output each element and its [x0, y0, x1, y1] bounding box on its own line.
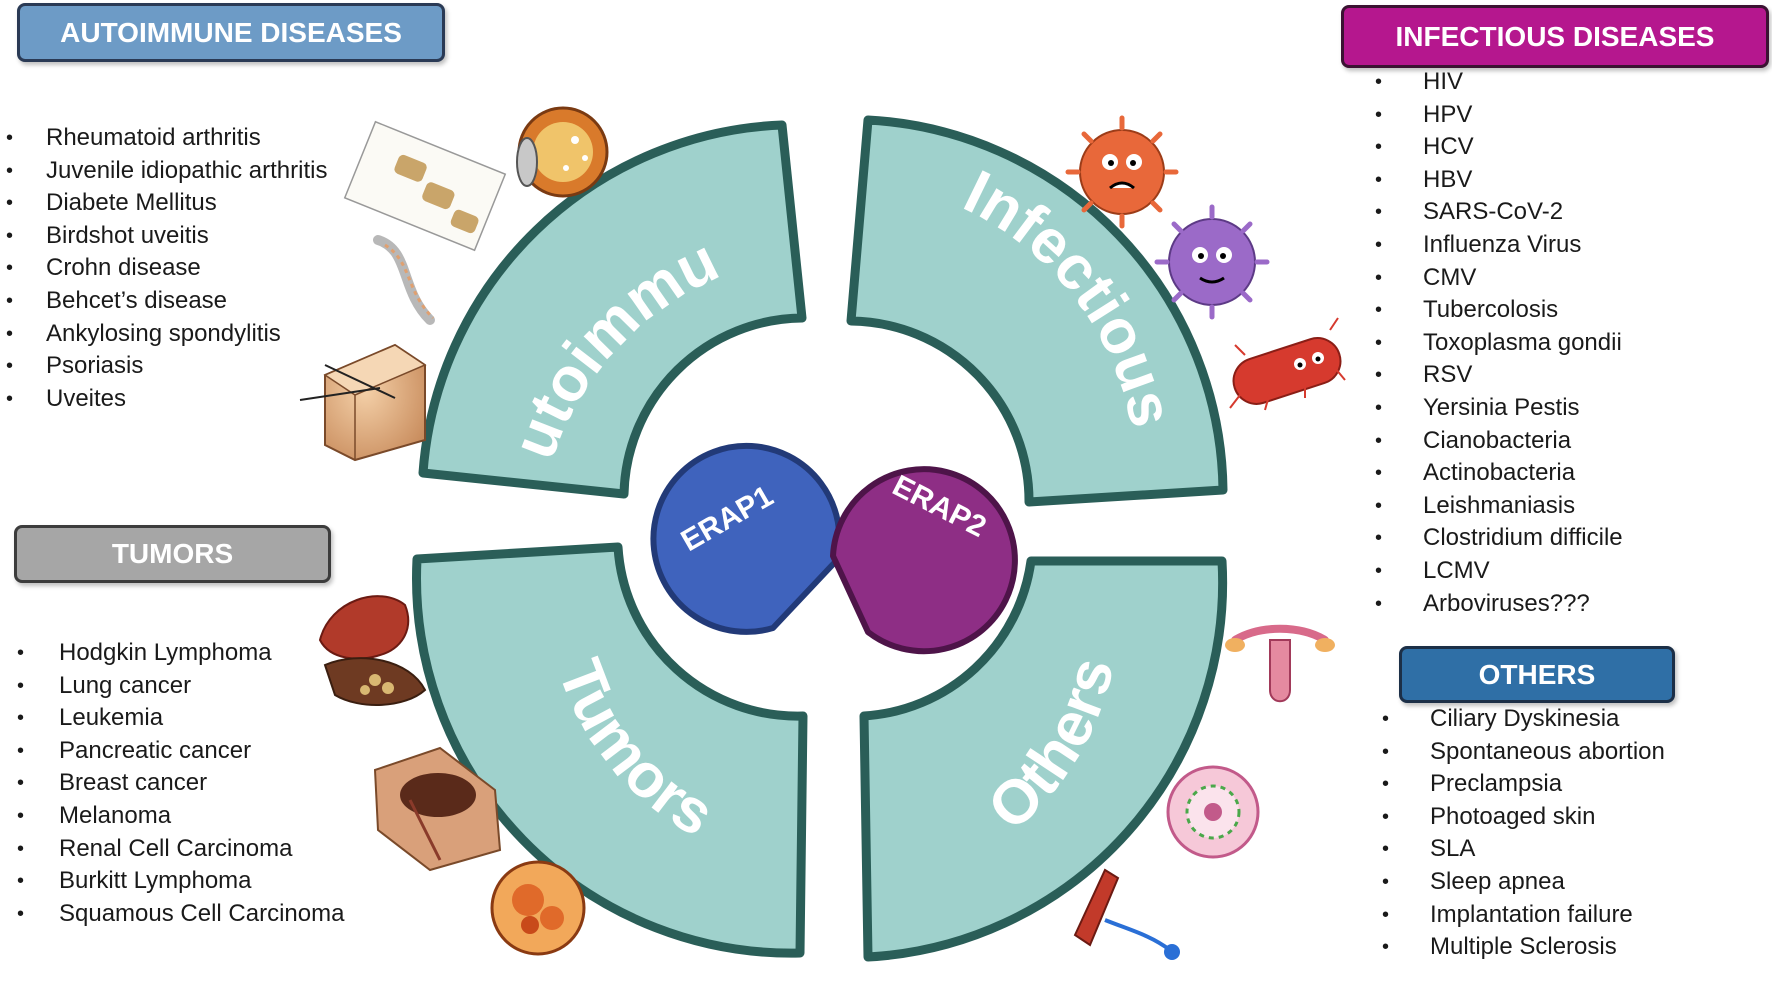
infectious-disease-list: HIV HPV HCV HBV SARS-CoV-2 Influenza Vir…	[1375, 66, 1623, 621]
list-item: Uveites	[6, 383, 327, 416]
tumors-header: TUMORS	[14, 525, 331, 583]
autoimmune-disease-list: Rheumatoid arthritis Juvenile idiopathic…	[6, 122, 328, 416]
list-item: Toxoplasma gondii	[1375, 327, 1623, 360]
erap2-shape: ERAP2	[830, 466, 1018, 655]
list-item: Multiple Sclerosis	[1382, 931, 1665, 964]
tumors-list: Hodgkin Lymphoma Lung cancer Leukemia Pa…	[17, 637, 345, 931]
list-item: Implantation failure	[1382, 899, 1665, 932]
list-item: Leukemia	[17, 702, 344, 735]
list-item: Clostridium difficile	[1375, 522, 1623, 555]
skin-illustration	[299, 343, 427, 462]
list-item: Burkitt Lymphoma	[17, 865, 344, 898]
list-item: HBV	[1375, 164, 1623, 197]
list-item: Arboviruses???	[1375, 588, 1623, 621]
list-item: Pancreatic cancer	[17, 735, 344, 768]
others-list: Ciliary Dyskinesia Spontaneous abortion …	[1382, 703, 1665, 964]
list-item: HPV	[1375, 99, 1623, 132]
list-item: Melanoma	[17, 800, 344, 833]
list-item: Sleep apnea	[1382, 866, 1665, 899]
uterus-illustration	[1225, 624, 1335, 703]
list-item: Tubercolosis	[1375, 294, 1623, 327]
list-item: Preclampsia	[1382, 768, 1665, 801]
eye-illustration	[516, 106, 609, 198]
list-item: Psoriasis	[6, 350, 327, 383]
virus-illustration	[1065, 115, 1179, 229]
lung-illustration	[318, 595, 427, 707]
bacterium-illustration	[1229, 317, 1346, 411]
spine-illustration	[343, 120, 507, 325]
list-item: Ciliary Dyskinesia	[1382, 703, 1665, 736]
list-item: CMV	[1375, 262, 1623, 295]
list-item: Squamous Cell Carcinoma	[17, 898, 345, 931]
list-item: Juvenile idiopathic arthritis	[6, 155, 328, 188]
infectious-segment: Infectious	[846, 115, 1228, 507]
list-item: Birdshot uveitis	[6, 220, 327, 253]
list-item: Rheumatoid arthritis	[6, 122, 327, 155]
cilia-illustration	[1166, 765, 1260, 859]
autoimmune-header: AUTOIMMUNE DISEASES	[17, 3, 445, 62]
list-item: Crohn disease	[6, 252, 327, 285]
list-item: Behcet’s disease	[6, 285, 327, 318]
tumor-cell-illustration	[490, 860, 586, 956]
list-item: LCMV	[1375, 555, 1623, 588]
tumors-segment: Tumors	[412, 542, 808, 958]
list-item: SLA	[1382, 833, 1665, 866]
list-item: HIV	[1375, 66, 1623, 99]
list-item: HCV	[1375, 131, 1623, 164]
list-item: Leishmaniasis	[1375, 490, 1623, 523]
list-item: Renal Cell Carcinoma	[17, 833, 344, 866]
list-item: Hodgkin Lymphoma	[17, 637, 344, 670]
list-item: Breast cancer	[17, 767, 344, 800]
list-item: Spontaneous abortion	[1382, 736, 1665, 769]
melanoma-illustration	[373, 746, 502, 872]
others-segment: Others	[859, 556, 1228, 962]
list-item: RSV	[1375, 359, 1623, 392]
erap1-shape: ERAP1	[650, 442, 843, 635]
list-item: SARS-CoV-2	[1375, 196, 1623, 229]
list-item: Diabete Mellitus	[6, 187, 327, 220]
list-item: Influenza Virus	[1375, 229, 1623, 262]
list-item: Ankylosing spondylitis	[6, 318, 327, 351]
list-item: Lung cancer	[17, 670, 344, 703]
list-item: Cianobacteria	[1375, 425, 1623, 458]
list-item: Yersinia Pestis	[1375, 392, 1623, 425]
virus-illustration	[1154, 204, 1270, 320]
others-header: OTHERS	[1399, 646, 1675, 703]
neuron-illustration	[1073, 868, 1180, 960]
list-item: Photoaged skin	[1382, 801, 1665, 834]
list-item: Actinobacteria	[1375, 457, 1623, 490]
